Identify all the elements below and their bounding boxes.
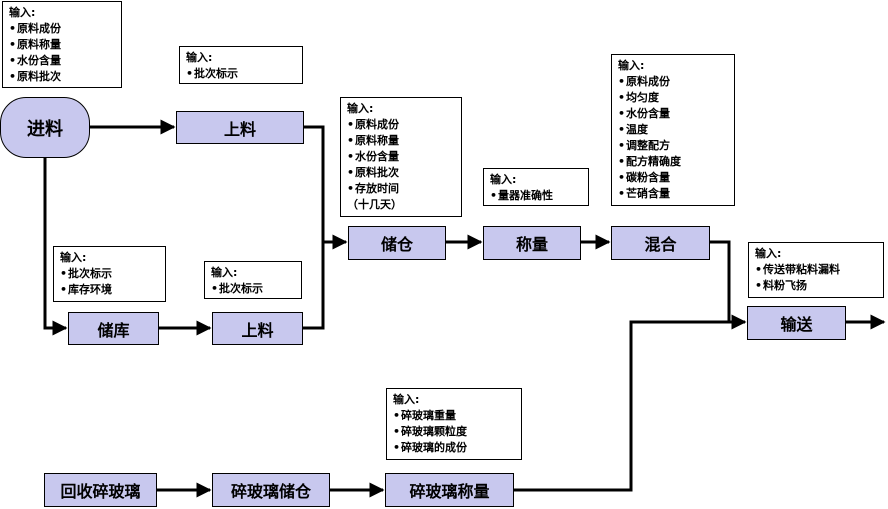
input-item: 料粉飞扬 <box>755 278 877 294</box>
input-item: 碎玻璃颗粒度 <box>393 424 515 440</box>
node-suibo-chucang: 碎玻璃储仓 <box>212 473 330 507</box>
input-item: 传送带粘料漏料 <box>755 262 877 278</box>
node-hunhe: 混合 <box>611 226 710 260</box>
node-shangliao-top: 上料 <box>176 111 304 144</box>
input-header: 输入: <box>9 6 36 19</box>
input-list: 碎玻璃重量碎玻璃颗粒度碎玻璃的成份 <box>393 408 515 456</box>
arrow-hunhe-to-shusong <box>710 240 747 330</box>
input-item: 碎玻璃重量 <box>393 408 515 424</box>
input-item-continuation: （十几天） <box>347 198 402 211</box>
arrow-jinliao-to-chuku <box>43 158 68 336</box>
node-chengliang: 称量 <box>483 226 581 260</box>
input-box-hunhe: 输入: 原料成份均匀度水份含量温度调整配方配方精确度碳粉含量芒硝含量 <box>611 54 735 206</box>
input-header: 输入: <box>490 173 517 186</box>
input-box-shangliao-bottom: 输入: 批次标示 <box>204 261 302 299</box>
input-header: 输入: <box>393 393 420 406</box>
input-item: 水份含量 <box>347 149 455 165</box>
node-chucang: 储仓 <box>348 226 446 260</box>
input-box-shusong: 输入: 传送带粘料漏料料粉飞扬 <box>748 242 884 298</box>
input-header: 输入: <box>211 266 238 279</box>
arrow-suibo-chengliang-to-shusong <box>514 320 729 492</box>
input-item: 原料成份 <box>618 74 728 90</box>
input-item: 温度 <box>618 122 728 138</box>
node-suibo-chengliang: 碎玻璃称量 <box>385 473 514 507</box>
input-list: 传送带粘料漏料料粉飞扬 <box>755 262 877 294</box>
input-list: 原料成份原料称量水份含量原料批次 <box>9 21 115 85</box>
node-jinliao: 进料 <box>0 97 90 158</box>
input-header: 输入: <box>186 51 213 64</box>
input-item: 原料称量 <box>9 37 115 53</box>
input-box-chucang: 输入: 原料成份原料称量水份含量原料批次存放时间 （十几天） <box>340 97 462 217</box>
input-list: 批次标示库存环境 <box>60 266 159 298</box>
input-header: 输入: <box>755 247 782 260</box>
arrow-shangliao-top-to-chucang <box>303 125 348 250</box>
node-shusong: 输送 <box>747 306 846 340</box>
input-item: 芒硝含量 <box>618 186 728 202</box>
input-item: 原料批次 <box>347 165 455 181</box>
input-header: 输入: <box>60 251 87 264</box>
input-list: 原料成份原料称量水份含量原料批次存放时间 <box>347 117 455 197</box>
input-box-chengliang: 输入: 量器准确性 <box>483 168 589 206</box>
input-header: 输入: <box>618 59 645 72</box>
input-item: 批次标示 <box>211 281 295 297</box>
input-header: 输入: <box>347 102 374 115</box>
input-item: 水份含量 <box>9 53 115 69</box>
input-item: 批次标示 <box>60 266 159 282</box>
input-box-suibo: 输入: 碎玻璃重量碎玻璃颗粒度碎玻璃的成份 <box>386 388 522 460</box>
input-item: 原料称量 <box>347 133 455 149</box>
input-list: 原料成份均匀度水份含量温度调整配方配方精确度碳粉含量芒硝含量 <box>618 74 728 202</box>
input-item: 量器准确性 <box>490 188 582 204</box>
input-list: 批次标示 <box>186 66 296 82</box>
input-item: 水份含量 <box>618 106 728 122</box>
input-box-chuku: 输入: 批次标示库存环境 <box>53 246 166 302</box>
input-item: 碳粉含量 <box>618 170 728 186</box>
node-shangliao-bottom: 上料 <box>212 312 303 345</box>
node-chuku: 储库 <box>68 312 159 345</box>
input-item: 存放时间 <box>347 181 455 197</box>
input-box-jinliao: 输入: 原料成份原料称量水份含量原料批次 <box>2 1 122 88</box>
input-item: 库存环境 <box>60 282 159 298</box>
input-item: 调整配方 <box>618 138 728 154</box>
input-item: 原料成份 <box>347 117 455 133</box>
input-item: 批次标示 <box>186 66 296 82</box>
input-item: 原料批次 <box>9 69 115 85</box>
node-huishou: 回收碎玻璃 <box>44 473 157 507</box>
input-box-shangliao-top: 输入: 批次标示 <box>179 46 303 84</box>
input-item: 配方精确度 <box>618 154 728 170</box>
input-item: 均匀度 <box>618 90 728 106</box>
input-list: 批次标示 <box>211 281 295 297</box>
arrow-shangliao-bottom-to-chucang <box>303 242 325 330</box>
input-list: 量器准确性 <box>490 188 582 204</box>
input-item: 碎玻璃的成份 <box>393 440 515 456</box>
input-item: 原料成份 <box>9 21 115 37</box>
